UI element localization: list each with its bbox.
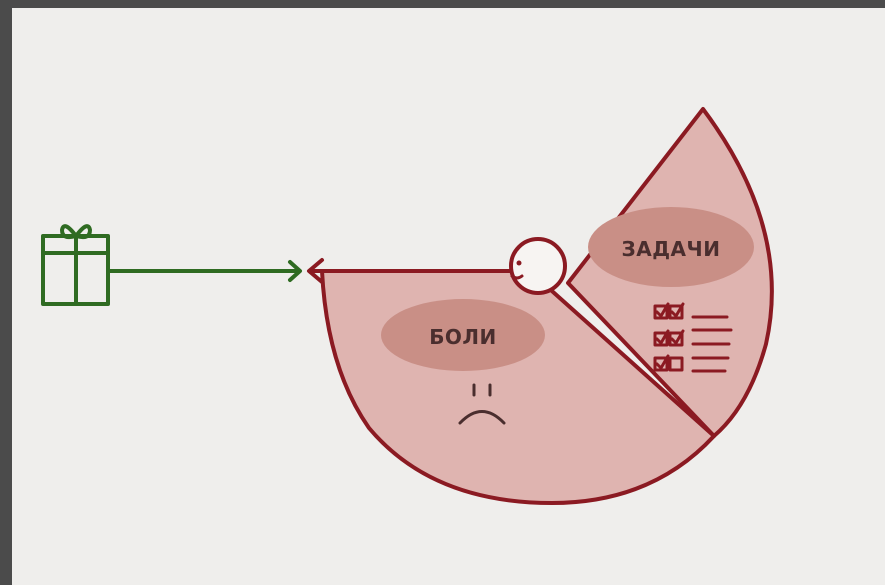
gift-arrow [108, 262, 300, 280]
pains-label: БОЛИ [429, 325, 497, 349]
customer-profile-diagram: БОЛИ ЗАДАЧИ [12, 8, 885, 585]
jobs-label: ЗАДАЧИ [622, 237, 721, 261]
customer-face-icon [511, 239, 565, 293]
diagram-canvas: БОЛИ ЗАДАЧИ [12, 8, 885, 585]
gift-icon [43, 226, 108, 304]
